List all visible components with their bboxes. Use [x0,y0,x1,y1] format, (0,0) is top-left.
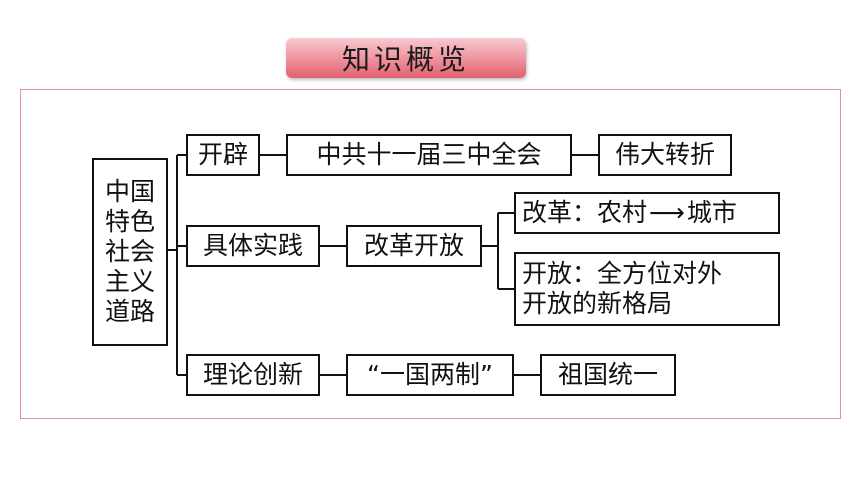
root-node: 中国 特色 社会 主义 道路 [92,158,168,346]
node-great-turning-label: 伟大转折 [614,140,715,169]
node-reunification-label: 祖国统一 [557,360,658,389]
node-one-country: “一国两制” [346,354,514,396]
node-reunification: 祖国统一 [540,354,676,396]
node-reform-text-b: 城市 [686,198,737,227]
root-line-4: 主义 [104,267,155,296]
node-kaipi-label: 开辟 [197,140,248,169]
arrow-right-icon: ⟶ [649,198,685,227]
node-practice-label: 具体实践 [202,231,303,260]
node-practice: 具体实践 [186,225,320,267]
node-opening-line-2: 开放的新格局 [522,289,673,318]
node-reform-opening: 改革开放 [346,225,482,267]
node-one-country-label: “一国两制” [367,360,493,389]
root-line-1: 中国 [104,177,155,206]
node-kaipi: 开辟 [186,134,260,176]
node-third-plenum: 中共十一届三中全会 [286,134,572,176]
node-reform-opening-label: 改革开放 [363,231,464,260]
node-theory: 理论创新 [186,354,320,396]
node-opening-line-1: 开放：全方位对外 [522,259,723,288]
node-reform-text-a: 改革：农村 [522,198,648,227]
node-great-turning: 伟大转折 [598,134,732,176]
section-title-badge: 知识概览 [286,38,526,78]
section-title: 知识概览 [341,43,470,76]
root-line-2: 特色 [104,207,155,236]
node-theory-label: 理论创新 [202,360,303,389]
node-third-plenum-label: 中共十一届三中全会 [316,140,542,169]
root-line-3: 社会 [104,237,155,266]
node-opening: 开放：全方位对外 开放的新格局 [514,252,780,326]
node-reform: 改革：农村 ⟶ 城市 [514,192,780,234]
diagram-frame [20,89,841,419]
root-line-5: 道路 [104,297,155,326]
